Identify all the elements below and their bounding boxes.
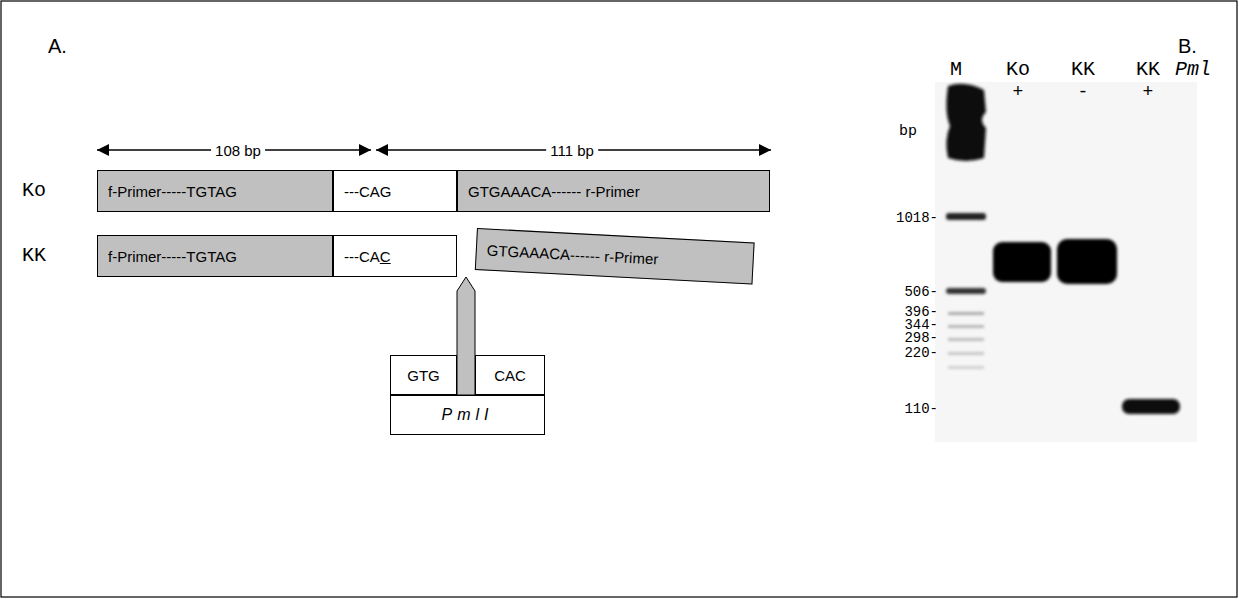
- gel-image: [935, 82, 1197, 442]
- cut-fragment: GTGAAACA------ r-Primer: [475, 228, 755, 284]
- dimension-label: 108 bp: [211, 143, 265, 158]
- digest-sign: +: [1013, 83, 1024, 101]
- panel-letter: B.: [1178, 36, 1197, 56]
- site-segment: ---CAC: [333, 235, 457, 277]
- digest-sign: -: [1078, 83, 1089, 101]
- primer-segment: f-Primer-----TGTAG: [97, 170, 333, 212]
- site-segment: ---CAG: [333, 170, 457, 212]
- ladder-size: 1018-: [896, 211, 938, 225]
- sequence-text: PmlI: [438, 406, 498, 424]
- ladder-size: 396-: [904, 305, 938, 319]
- ladder-size: 344-: [904, 318, 938, 332]
- sequence-text: f-Primer-----TGTAG: [98, 248, 247, 265]
- enzyme-box: PmlI: [390, 395, 545, 435]
- ladder-size: 110-: [904, 402, 938, 416]
- sequence-text: GTGAAACA------ r-Primer: [476, 241, 668, 268]
- lane-label: KK: [1071, 60, 1095, 80]
- enzyme-label: Pml: [1175, 60, 1211, 80]
- sequence-text: f-Primer-----TGTAG: [98, 183, 247, 200]
- recognition-half: CAC: [475, 355, 545, 395]
- sequence-text: ---CAC: [334, 248, 401, 265]
- sequence-text: ---CAG: [334, 183, 402, 200]
- dimension-label: 111 bp: [546, 143, 598, 158]
- ladder-size: 506-: [904, 285, 938, 299]
- sequence-text: GTG: [403, 367, 444, 384]
- primer-segment: GTGAAACA------ r-Primer: [457, 170, 770, 212]
- panel-letter: A.: [48, 36, 67, 56]
- ladder-size: 298-: [904, 331, 938, 345]
- recognition-half: GTG: [390, 355, 457, 395]
- unit-label: bp: [899, 124, 917, 139]
- lane-label: M: [950, 60, 962, 80]
- lane-label: Ko: [1006, 60, 1030, 80]
- lane-label: KK: [1136, 60, 1160, 80]
- sequence-text: GTGAAACA------ r-Primer: [458, 183, 650, 200]
- digest-sign: +: [1143, 83, 1154, 101]
- primer-segment: f-Primer-----TGTAG: [97, 235, 333, 277]
- sequence-text: CAC: [490, 367, 530, 384]
- row-label: KK: [22, 246, 46, 266]
- row-label: Ko: [22, 181, 46, 201]
- cut-site-arrow: [457, 277, 475, 395]
- ladder-size: 220-: [904, 346, 938, 360]
